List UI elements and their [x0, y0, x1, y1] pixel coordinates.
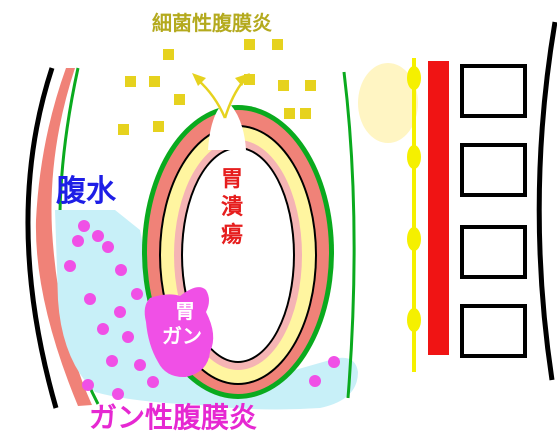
- gastric-cancer-label-1: 胃: [175, 299, 195, 323]
- right-outer-black-line: [536, 21, 557, 381]
- bacterial-peritonitis-label: 細菌性腹膜炎: [152, 11, 272, 35]
- cancer-cell: [112, 388, 124, 400]
- cancer-cell: [84, 293, 96, 305]
- vertebra: [460, 225, 527, 279]
- vertebra: [460, 64, 527, 118]
- bacterium: [278, 80, 289, 91]
- cancer-cell: [92, 230, 104, 242]
- cancer-cell: [114, 306, 126, 318]
- left-peritoneum-salmon-band: [35, 68, 92, 406]
- vertebra: [460, 304, 527, 358]
- aorta-red-bar: [428, 61, 449, 355]
- cancer-cell: [102, 241, 114, 253]
- cancer-cell: [122, 331, 134, 343]
- ulcer-perforation: [208, 104, 246, 150]
- gastric-cancer-mass: [144, 287, 214, 378]
- retroperitoneal-fat: [358, 63, 418, 143]
- cancer-cell: [82, 379, 94, 391]
- cancer-cells: [64, 220, 340, 400]
- gastric-ulcer-label-2: 潰: [221, 195, 243, 220]
- gastric-cancer-label-2: ガン: [162, 324, 202, 348]
- bacterium: [149, 76, 160, 87]
- cancer-cell: [328, 356, 340, 368]
- cancer-cell: [106, 355, 118, 367]
- cancer-cell: [97, 323, 109, 335]
- bacterium: [163, 49, 174, 60]
- gastric-ulcer-label-1: 胃: [221, 167, 243, 192]
- bacterium: [300, 108, 311, 119]
- bacterium: [305, 80, 316, 91]
- bacterium: [244, 74, 255, 85]
- cancer-cell: [72, 235, 84, 247]
- cancer-cell: [309, 375, 321, 387]
- carcinomatous-peritonitis-label: ガン性腹膜炎: [89, 401, 257, 433]
- stomach-lumen: [183, 149, 293, 361]
- gastric-ulcer-label-3: 瘍: [221, 222, 243, 248]
- right-peritoneum-green-line: [342, 71, 356, 399]
- bacterium: [174, 94, 185, 105]
- nerve-node: [407, 145, 421, 169]
- ascites-fluid: [55, 210, 358, 410]
- cancer-cell: [134, 359, 146, 371]
- bacterium: [153, 121, 164, 132]
- nerve-node: [407, 308, 421, 332]
- nerve-node: [407, 227, 421, 251]
- bacterium: [284, 108, 295, 119]
- nerve-node: [407, 66, 421, 90]
- vertebra: [460, 143, 527, 197]
- cancer-cell: [131, 288, 143, 300]
- bacterium: [125, 76, 136, 87]
- bacteria: [118, 39, 316, 135]
- bacterium: [118, 124, 129, 135]
- left-outer-black-line: [25, 67, 59, 409]
- bacterium: [244, 39, 255, 50]
- ascites-label: 腹水: [56, 174, 117, 209]
- arrowhead-left: [192, 73, 206, 86]
- cancer-cell: [64, 260, 76, 272]
- cancer-cell: [78, 220, 90, 232]
- cancer-cell: [115, 264, 127, 276]
- bacterium: [272, 39, 283, 50]
- nerve-nodes: [407, 66, 421, 332]
- cancer-cell: [147, 376, 159, 388]
- vertebrae: [460, 64, 527, 358]
- spinal-column: [407, 58, 449, 372]
